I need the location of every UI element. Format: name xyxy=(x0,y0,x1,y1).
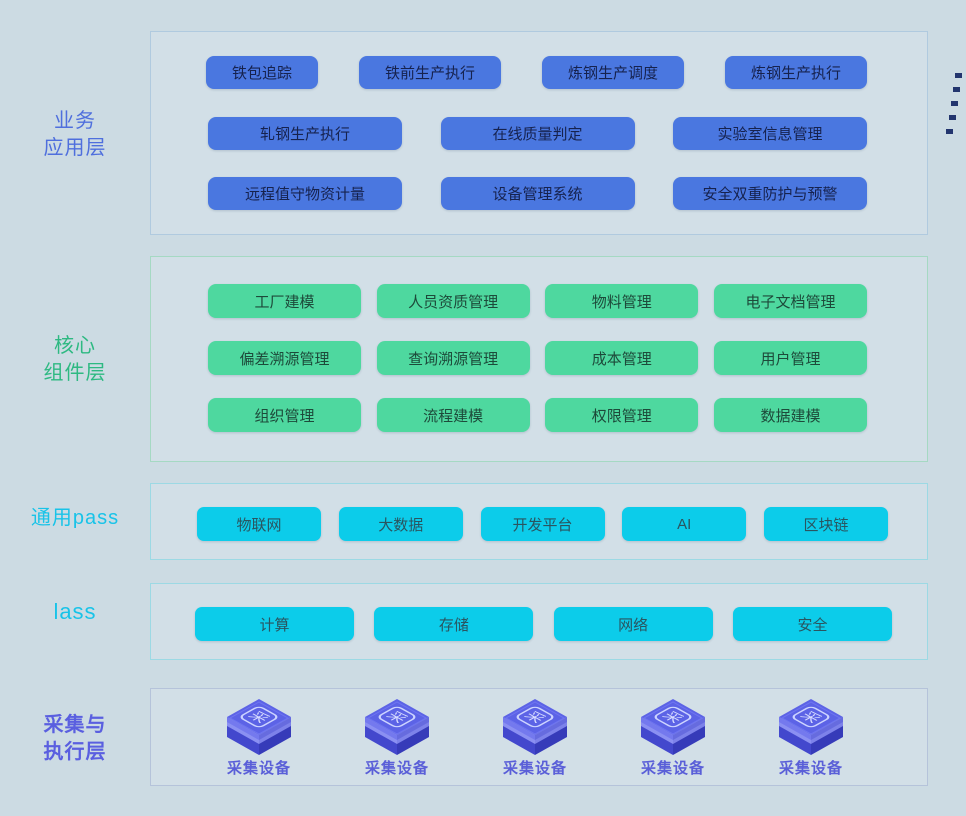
device-label: 采集设备 xyxy=(640,760,705,777)
paas-button[interactable]: AI xyxy=(622,507,747,541)
collection-device: 采 采集设备 xyxy=(331,695,463,778)
core-component-button[interactable]: 物料管理 xyxy=(545,284,699,318)
paas-row: 物联网大数据开发平台 AI 区块链 xyxy=(151,507,927,541)
core-component-button[interactable]: 电子文档管理 xyxy=(713,284,867,318)
business-app-button[interactable]: 远程值守物资计量 xyxy=(208,177,402,210)
device-label: 采集设备 xyxy=(364,760,429,777)
core-component-row: 偏差溯源管理查询溯源管理成本管理用户管理 xyxy=(151,341,927,375)
deco-square xyxy=(953,87,960,92)
business-app-row: 远程值守物资计量 设备管理系统 安全双重防护与预警 xyxy=(151,177,927,210)
collection-device: 采 采集设备 xyxy=(745,695,877,778)
core-component-button[interactable]: 查询溯源管理 xyxy=(376,341,530,375)
panel-collection-devices: 采 采集设备 xyxy=(150,688,928,786)
deco-square xyxy=(951,101,958,106)
core-component-button[interactable]: 用户管理 xyxy=(713,341,867,375)
iaas-button[interactable]: 安全 xyxy=(732,607,892,641)
business-app-button[interactable]: 铁包追踪 xyxy=(206,56,319,89)
right-edge-marks xyxy=(946,0,966,160)
layer-label-iaas: lass xyxy=(0,598,150,625)
core-component-button[interactable]: 组织管理 xyxy=(208,398,361,432)
panel-business-apps: 铁包追踪 铁前生产执行 炼钢生产调度 炼钢生产执行 轧钢生产执行 在线质量判定 实验室信息… xyxy=(150,31,928,235)
iaas-button[interactable]: 存储 xyxy=(374,607,534,641)
device-cube-icon: 采 xyxy=(779,699,843,755)
device-row: 采 采集设备 xyxy=(151,695,927,778)
business-app-button[interactable]: 实验室信息管理 xyxy=(673,117,867,150)
collection-device: 采 采集设备 xyxy=(607,695,739,778)
layer-label-line: 通用pass xyxy=(30,507,120,529)
layer-label-line: 业务 xyxy=(54,110,96,132)
core-component-button[interactable]: 工厂建模 xyxy=(208,284,361,318)
core-component-button[interactable]: 成本管理 xyxy=(545,341,699,375)
core-component-row: 组织管理流程建模权限管理数据建模 xyxy=(151,398,927,432)
business-app-button[interactable]: 铁前生产执行 xyxy=(358,56,501,89)
panel-iaas: 计算存储网络安全 xyxy=(150,583,928,660)
collection-device: 采 采集设备 xyxy=(193,695,325,778)
core-component-button[interactable]: 数据建模 xyxy=(713,398,867,432)
device-cube-icon: 采 xyxy=(641,699,705,755)
paas-button[interactable]: 开发平台 xyxy=(480,507,605,541)
core-component-button[interactable]: 流程建模 xyxy=(376,398,530,432)
layer-label-core: 核心组件层 xyxy=(0,333,150,387)
panel-core-components: 工厂建模人员资质管理物料管理电子文档管理 偏差溯源管理查询溯源管理成本管理用户管… xyxy=(150,256,928,462)
core-component-button[interactable]: 偏差溯源管理 xyxy=(208,341,361,375)
business-app-button[interactable]: 设备管理系统 xyxy=(440,177,635,210)
collection-device: 采 采集设备 xyxy=(469,695,601,778)
device-label: 采集设备 xyxy=(502,760,567,777)
layer-label-line: 采集与 xyxy=(43,714,107,736)
layer-label-business: 业务应用层 xyxy=(0,108,150,162)
deco-square xyxy=(949,115,956,120)
core-component-button[interactable]: 权限管理 xyxy=(545,398,699,432)
panel-paas: 物联网大数据开发平台 AI 区块链 xyxy=(150,483,928,560)
paas-button[interactable]: 区块链 xyxy=(764,507,888,541)
layer-label-line: 执行层 xyxy=(43,741,107,763)
layer-label-line: 应用层 xyxy=(43,137,107,159)
iaas-row: 计算存储网络安全 xyxy=(151,607,927,641)
business-app-button[interactable]: 安全双重防护与预警 xyxy=(673,177,867,210)
business-app-button[interactable]: 炼钢生产执行 xyxy=(724,56,867,89)
deco-square xyxy=(955,73,962,78)
layer-label-device: 采集与执行层 xyxy=(0,712,150,766)
business-app-button[interactable]: 轧钢生产执行 xyxy=(208,117,402,150)
device-label: 采集设备 xyxy=(226,760,291,777)
layer-label-paas: 通用pass xyxy=(0,505,150,532)
business-app-button[interactable]: 在线质量判定 xyxy=(440,117,635,150)
iaas-button[interactable]: 计算 xyxy=(195,607,354,641)
layer-label-line: lass xyxy=(53,599,97,624)
device-cube-icon: 采 xyxy=(365,699,429,755)
business-app-row: 轧钢生产执行 在线质量判定 实验室信息管理 xyxy=(151,117,927,150)
layer-label-line: 组件层 xyxy=(43,362,107,384)
paas-button[interactable]: 大数据 xyxy=(338,507,463,541)
device-label: 采集设备 xyxy=(778,760,843,777)
deco-square xyxy=(946,129,953,134)
paas-button[interactable]: 物联网 xyxy=(197,507,321,541)
layer-label-line: 核心 xyxy=(54,335,96,357)
device-cube-icon: 采 xyxy=(503,699,567,755)
iaas-button[interactable]: 网络 xyxy=(553,607,713,641)
business-app-button[interactable]: 炼钢生产调度 xyxy=(541,56,684,89)
core-component-button[interactable]: 人员资质管理 xyxy=(376,284,530,318)
device-cube-icon: 采 xyxy=(227,699,291,755)
core-component-row: 工厂建模人员资质管理物料管理电子文档管理 xyxy=(151,284,927,318)
business-app-row: 铁包追踪 铁前生产执行 炼钢生产调度 炼钢生产执行 xyxy=(151,56,927,89)
